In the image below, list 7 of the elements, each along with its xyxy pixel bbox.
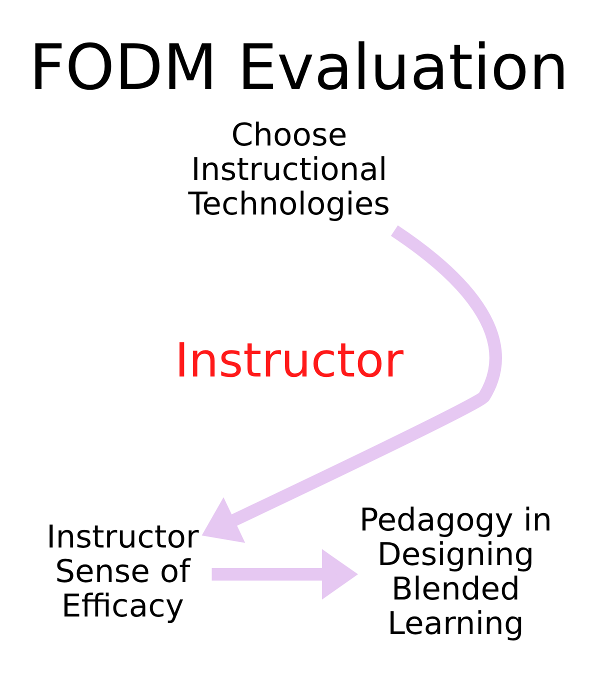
diagram-title: FODM Evaluation (29, 30, 569, 104)
node-text: Instructor (174, 332, 404, 388)
node-text: Choose Instructional Technologies (188, 116, 390, 222)
node-text: Pedagogy in Designing Blended Learning (359, 502, 552, 642)
arrow (212, 548, 358, 600)
arrow (202, 224, 502, 542)
node-text: Instructor Sense of Efficacy (46, 519, 199, 624)
